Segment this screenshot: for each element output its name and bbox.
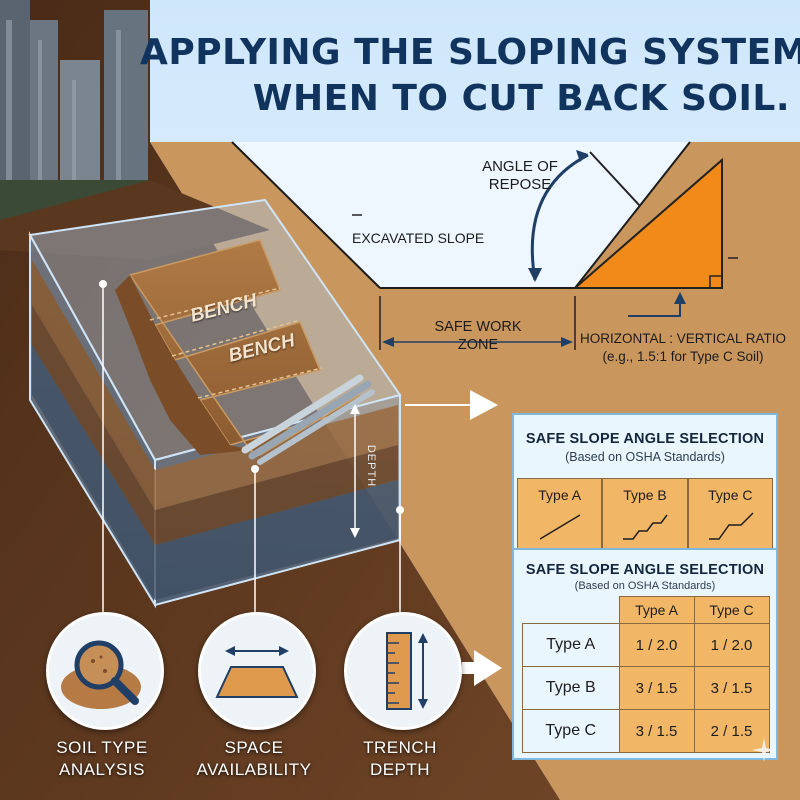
slope-ratio-triangle — [572, 157, 723, 289]
slope-ratio-table: Type A Type C Type A 1 / 2.0 1 / 2.0 Typ… — [522, 596, 770, 753]
benched-slope-icon — [708, 512, 754, 540]
trapezoid-area-icon — [215, 646, 299, 698]
ruler-depth-icon — [386, 632, 428, 710]
safe-work-zone-label: SAFE WORK ZONE — [434, 319, 522, 353]
table-panel-subtitle: (Based on OSHA Standards) — [574, 580, 716, 592]
table-panel-title: SAFE SLOPE ANGLE SELECTION — [525, 562, 765, 578]
soil-type-analysis-badge — [46, 612, 164, 730]
space-availability-badge — [198, 612, 316, 730]
depth-label: DEPTH — [365, 444, 378, 488]
type-b-cell: Type B — [602, 478, 688, 552]
slope-selection-panel: SAFE SLOPE ANGLE SELECTION (Based on OSH… — [512, 413, 778, 556]
arrow-to-table — [474, 650, 502, 686]
table-row: Type B 3 / 1.5 3 / 1.5 — [522, 666, 770, 710]
trench-depth-badge — [344, 612, 462, 730]
selection-panel-title: SAFE SLOPE ANGLE SELECTION — [525, 431, 765, 447]
page-title: APPLYING THE SLOPING SYSTEM: WHEN TO CUT… — [140, 30, 800, 122]
table-row: Type C 3 / 1.5 2 / 1.5 — [522, 709, 770, 753]
bench-steps — [128, 239, 361, 456]
pipes — [241, 374, 375, 465]
table-header-type-a: Type A — [618, 596, 695, 624]
soil-type-analysis-caption: SOIL TYPE ANALYSIS — [56, 738, 148, 779]
type-c-cell: Type C — [687, 478, 773, 552]
repose-line — [589, 151, 641, 207]
ratio-label: HORIZONTAL : VERTICAL RATIO (e.g., 1.5:1… — [579, 331, 787, 364]
table-header-type-c: Type C — [693, 596, 770, 624]
excavation-cut — [232, 142, 690, 288]
excavated-slope-label: EXCAVATED SLOPE — [352, 230, 485, 246]
type-a-cell: Type A — [517, 478, 603, 552]
selection-panel-subtitle: (Based on OSHA Standards) — [565, 450, 725, 464]
space-availability-caption: SPACE AVAILABILITY — [196, 738, 312, 779]
angle-arc — [530, 153, 589, 281]
title-line-2: WHEN TO CUT BACK SOIL. — [252, 78, 790, 119]
angle-of-repose-label: ANGLE OF REPOSE — [482, 158, 558, 193]
magnifier-soil-icon — [61, 640, 141, 709]
arrow-to-panel — [470, 390, 498, 420]
trench-depth-caption: TRENCH DEPTH — [363, 738, 437, 779]
title-line-1: APPLYING THE SLOPING SYSTEM: — [140, 32, 800, 73]
ratio-arrow — [628, 300, 681, 317]
stepped-slope-icon — [623, 514, 668, 540]
slope-ratio-table-panel: SAFE SLOPE ANGLE SELECTION (Based on OSH… — [512, 548, 778, 760]
straight-slope-icon — [539, 514, 581, 540]
sparkle-icon — [752, 738, 776, 762]
table-row: Type A 1 / 2.0 1 / 2.0 — [522, 623, 770, 667]
